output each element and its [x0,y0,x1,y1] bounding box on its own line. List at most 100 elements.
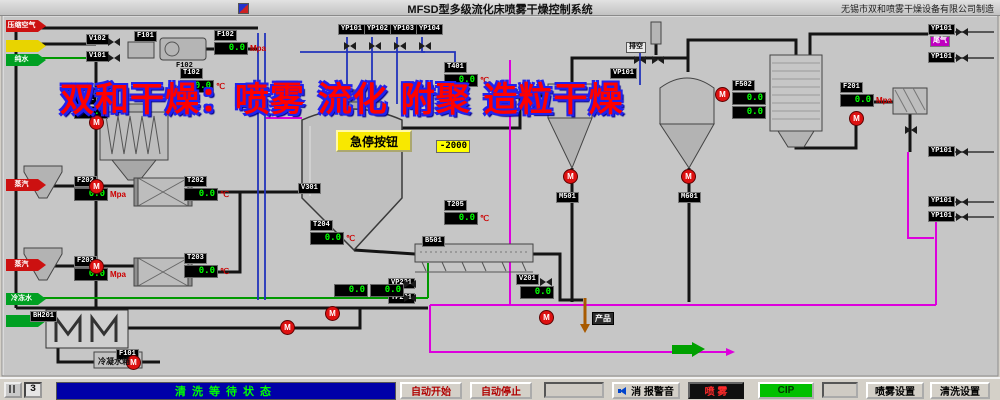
tag-YP101: YP101 [928,24,956,35]
auto-start-button[interactable]: 自动开始 [400,382,462,399]
display-value: 0.0 [334,284,368,297]
spray-settings-button[interactable]: 喷雾设置 [866,382,924,399]
display-value: 0.0 [520,286,554,299]
display-value: 0.0 [370,284,404,297]
valve[interactable] [369,42,381,50]
valve[interactable] [956,148,968,156]
pump-motor[interactable]: M [539,310,554,325]
product-arrow [580,298,590,333]
display-tag: T202 [184,176,207,187]
pump-motor[interactable]: M [325,306,340,321]
speaker-icon [618,386,628,396]
valve[interactable] [108,54,120,62]
pump-motor[interactable]: M [126,355,141,370]
valve[interactable] [540,278,552,286]
label-冷凝水箱: 冷凝水箱 [98,357,130,366]
display-value: -2000 [436,140,470,153]
valve[interactable] [344,42,356,50]
tag-F102: F102 [176,62,193,70]
display-unit: ℃ [220,267,229,276]
display-tag: T201 [74,94,97,105]
tag-F101: F101 [134,31,157,42]
tag-M501: M501 [556,192,579,203]
pump-motor[interactable]: M [849,111,864,126]
clean-settings-button[interactable]: 清洗设置 [930,382,990,399]
valve[interactable] [956,198,968,206]
pump-motor[interactable]: M [563,169,578,184]
tag-B501: B501 [422,236,445,247]
pump-motor[interactable]: M [681,169,696,184]
display-unit: Mpa [110,270,126,279]
vent-stack [650,21,662,45]
emergency-stop-button[interactable]: 急停按钮 [336,130,412,152]
valve[interactable] [404,280,416,288]
auto-stop-button[interactable]: 自动停止 [470,382,532,399]
flow-arrow-压缩空气: 压缩空气 [6,20,46,32]
tag-V101: V101 [86,51,109,62]
display-value: 0.0 [334,284,368,297]
page-title: MFSD型多级流化床喷雾干燥控制系统 [407,4,593,16]
grid-icon [9,385,17,393]
display-value: 0.0 [732,106,766,119]
flow-arrow-blank-1 [6,40,46,52]
valve[interactable] [905,126,917,134]
flow-arrow-纯水: 纯水 [6,54,46,66]
cip-button[interactable]: CIP [758,382,814,399]
cyclone-1 [547,83,593,170]
green-flow-marker [672,345,692,354]
cyclone-2 [659,77,715,169]
exhaust-filter-box [892,87,928,115]
display-value: 0.0 [444,74,478,87]
tag-YP101: YP101 [928,52,956,63]
display-value: 0.0 [840,94,874,107]
title-bar: MFSD型多级流化床喷雾干燥控制系统 无锡市双和喷雾干燥设备有限公司制造 [0,0,1000,16]
valve[interactable] [394,42,406,50]
pump-motor[interactable]: M [280,320,295,335]
display-value: 0.0 [520,286,554,299]
valve[interactable] [419,42,431,50]
inlet-heater [127,41,155,59]
valve[interactable] [652,56,664,64]
display-value: 0.0 [370,284,404,297]
app-icon [238,3,249,14]
tag-V201: V201 [516,274,539,285]
tag-YP101: YP101 [928,211,956,222]
spray-button[interactable]: 喷 雾 [688,382,744,399]
pump-motor[interactable]: M [715,87,730,102]
valve[interactable] [634,56,646,64]
nav-box[interactable] [4,382,22,398]
fluid-bed [414,243,534,273]
display-unit: ℃ [480,76,489,85]
display-value: -2000 [436,140,470,153]
valve[interactable] [956,54,968,62]
pump-motor[interactable]: M [89,259,104,274]
spacer-panel [544,382,604,398]
display-unit: ℃ [220,190,229,199]
pump-motor[interactable]: M [89,115,104,130]
display-unit: ℃ [216,82,225,91]
scrubber-condenser [769,54,823,148]
valve[interactable] [956,28,968,36]
display-tag: T203 [184,253,207,264]
valve[interactable] [108,38,120,46]
pump-motor[interactable]: M [89,179,104,194]
display-unit: ℃ [480,214,489,223]
valve[interactable] [404,294,416,302]
mute-alarm-button[interactable]: 消 报警音 [612,382,680,399]
display-value: 0.0 [184,265,218,278]
display-unit: Mpa [876,96,892,105]
display-unit: Mpa [250,44,266,53]
tag-尾气: 尾气 [930,36,950,47]
display-value: 0.0 [180,80,214,93]
company-label: 无锡市双和喷雾干燥设备有限公司制造 [840,4,994,14]
valve[interactable] [956,213,968,221]
